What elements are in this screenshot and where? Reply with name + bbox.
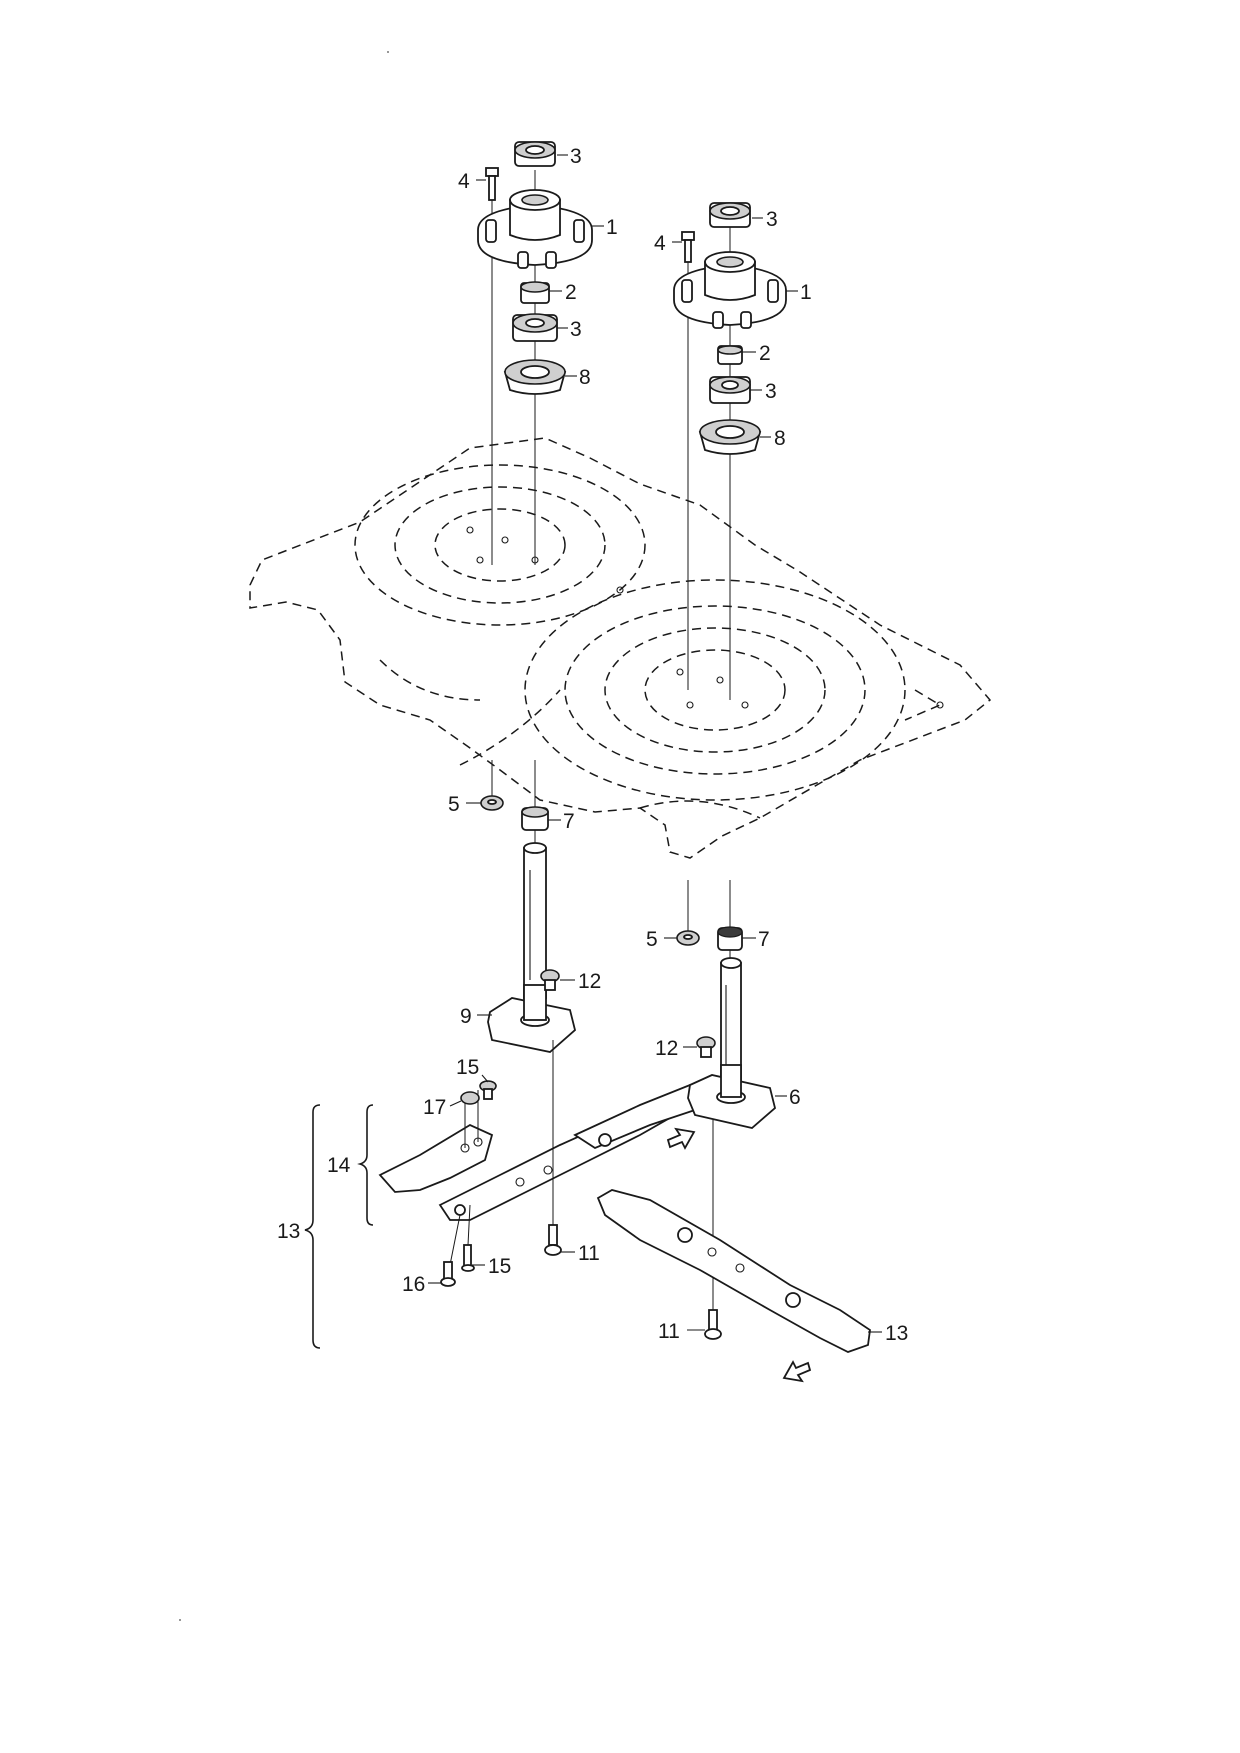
label-17: 17 — [423, 1096, 446, 1119]
label-15-top: 15 — [456, 1056, 479, 1079]
bolt-16 — [440, 1261, 456, 1287]
callouts-left: 3 4 1 2 3 8 5 7 12 9 15 17 14 13 16 15 1… — [277, 145, 618, 1296]
label-1-right: 1 — [800, 281, 812, 304]
label-3-mid-left: 3 — [570, 318, 582, 341]
deck-bolt-holes — [466, 526, 944, 709]
nut-17 — [460, 1091, 480, 1105]
label-4-right: 4 — [654, 232, 666, 255]
label-12-left: 12 — [578, 970, 601, 993]
label-15-bottom: 15 — [488, 1255, 511, 1278]
callouts-right: 3 4 1 2 3 8 5 7 12 6 11 13 — [646, 208, 908, 1345]
label-2-left: 2 — [565, 281, 577, 304]
scan-speck — [387, 51, 389, 53]
spindle-housing-1-left — [477, 189, 593, 269]
label-5-right: 5 — [646, 928, 658, 951]
label-6-right: 6 — [789, 1086, 801, 1109]
rotation-arrow-icon — [782, 1360, 812, 1383]
bolt-4-right — [681, 231, 695, 263]
bolt-11-left — [544, 1224, 562, 1256]
leader-lines — [428, 154, 882, 1333]
label-7-right: 7 — [758, 928, 770, 951]
bearing-3-mid-left — [512, 313, 558, 342]
label-13-left: 13 — [277, 1220, 300, 1243]
label-14: 14 — [327, 1154, 351, 1177]
label-3-mid-right: 3 — [765, 380, 777, 403]
scan-speck — [179, 1619, 181, 1621]
bearing-7-left — [521, 806, 549, 831]
label-1-left: 1 — [606, 216, 618, 239]
label-8-left: 8 — [579, 366, 591, 389]
nut-5-left — [480, 795, 504, 811]
seal-8-left — [503, 359, 567, 395]
label-2-right: 2 — [759, 342, 771, 365]
label-11-left: 11 — [578, 1242, 600, 1265]
rotation-arrow-icon — [666, 1127, 696, 1150]
spacer-2-right — [717, 345, 743, 365]
label-12-right: 12 — [655, 1037, 678, 1060]
label-8-right: 8 — [774, 427, 786, 450]
label-3-top-right: 3 — [766, 208, 778, 231]
label-7-left: 7 — [563, 810, 575, 833]
bolt-4-left — [485, 167, 499, 201]
bolt-15-top — [479, 1080, 497, 1100]
label-11-right: 11 — [658, 1320, 680, 1343]
seal-8-right — [698, 419, 762, 455]
bearing-3-mid-right — [709, 376, 751, 404]
right-spindle-assembly — [596, 202, 871, 1383]
mulching-blade-14 — [378, 1084, 707, 1266]
bolt-11-right — [704, 1309, 722, 1340]
bracket-13 — [304, 1104, 321, 1349]
bracket-14 — [357, 1104, 374, 1226]
bearing-3-top-right — [709, 202, 751, 228]
nut-5-right — [676, 930, 700, 946]
label-3-top-left: 3 — [570, 145, 582, 168]
spacer-2-left — [520, 281, 550, 304]
nut-12-left — [540, 969, 560, 991]
mower-deck-outline — [249, 437, 992, 859]
label-4-left: 4 — [458, 170, 470, 193]
bearing-7-right — [717, 926, 743, 951]
bearing-3-top-left — [514, 141, 556, 167]
nut-12-right — [696, 1036, 716, 1058]
blade-adapter-6-right — [687, 1064, 777, 1129]
label-9-left: 9 — [460, 1005, 472, 1028]
spindle-housing-1-right — [673, 251, 787, 329]
blade-13-right — [596, 1189, 871, 1353]
label-13-right: 13 — [885, 1322, 908, 1345]
label-16: 16 — [402, 1273, 425, 1296]
bolt-15-bottom — [461, 1244, 475, 1272]
blade-adapter-9-left — [487, 984, 577, 1053]
spindle-shaft-left — [523, 842, 547, 999]
label-5-left: 5 — [448, 793, 460, 816]
left-spindle-assembly — [378, 141, 707, 1287]
